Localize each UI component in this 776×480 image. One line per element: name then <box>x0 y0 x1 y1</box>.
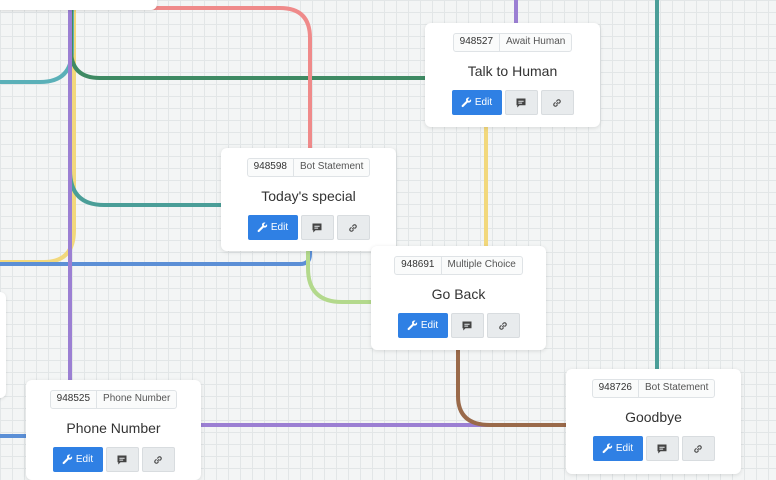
edit-label: Edit <box>270 222 289 233</box>
connector-brown <box>456 348 570 427</box>
edit-label: Edit <box>474 97 493 108</box>
node-go-back[interactable]: 948691 Multiple Choice Go Back Edit <box>371 246 546 350</box>
link-icon <box>349 223 357 232</box>
node-actions: Edit <box>52 447 175 472</box>
node-tags: 948527 Await Human <box>452 33 573 52</box>
node-tags: 948691 Multiple Choice <box>394 256 523 275</box>
link-button[interactable] <box>681 436 715 461</box>
comment-button[interactable] <box>105 447 139 472</box>
link-button[interactable] <box>336 215 370 240</box>
comment-button[interactable] <box>504 90 538 115</box>
link-icon <box>154 455 162 464</box>
node-todays-special[interactable]: 948598 Bot Statement Today's special Edi… <box>221 148 396 251</box>
link-button[interactable] <box>540 90 574 115</box>
node-title: Go Back <box>431 286 486 302</box>
node-id: 948726 <box>593 380 639 397</box>
node-title: Goodbye <box>625 409 682 425</box>
connector-yellow-left <box>0 0 76 264</box>
wrench-icon <box>461 97 472 108</box>
node-actions: Edit <box>247 215 370 240</box>
edit-label: Edit <box>615 443 634 454</box>
wrench-icon <box>407 320 418 331</box>
node-type: Bot Statement <box>300 161 364 172</box>
node-id: 948598 <box>248 159 294 176</box>
edit-button[interactable]: Edit <box>451 90 502 115</box>
link-icon <box>553 98 561 107</box>
wrench-icon <box>62 454 73 465</box>
wrench-icon <box>602 443 613 454</box>
link-button[interactable] <box>486 313 520 338</box>
comment-icon <box>462 321 472 330</box>
node-type: Bot Statement <box>645 382 709 393</box>
link-button[interactable] <box>141 447 175 472</box>
node-title: Phone Number <box>66 420 161 436</box>
comment-icon <box>117 455 127 464</box>
edit-label: Edit <box>75 454 94 465</box>
node-actions: Edit <box>451 90 574 115</box>
node-id: 948525 <box>51 391 98 408</box>
node-type: Multiple Choice <box>447 259 516 270</box>
wrench-icon <box>257 222 268 233</box>
connector-lightgreen <box>306 250 374 304</box>
node-actions: Edit <box>397 313 520 338</box>
node-tags: 948726 Bot Statement <box>591 379 716 398</box>
edit-button[interactable]: Edit <box>397 313 448 338</box>
comment-button[interactable] <box>450 313 484 338</box>
edit-button[interactable]: Edit <box>247 215 298 240</box>
edit-button[interactable]: Edit <box>592 436 643 461</box>
node-type: Await Human <box>506 36 566 47</box>
comment-button[interactable] <box>300 215 334 240</box>
node-title: Today's special <box>261 188 356 204</box>
connector-teal-left <box>0 0 74 84</box>
comment-icon <box>657 444 667 453</box>
node-tags: 948525 Phone Number <box>49 390 178 409</box>
partial-node-left[interactable] <box>0 292 6 398</box>
partial-node-top[interactable] <box>0 0 157 10</box>
comment-icon <box>516 98 526 107</box>
edit-button[interactable]: Edit <box>52 447 103 472</box>
node-goodbye[interactable]: 948726 Bot Statement Goodbye Edit <box>566 369 741 474</box>
node-tags: 948598 Bot Statement <box>246 158 371 177</box>
node-title: Talk to Human <box>467 63 558 79</box>
comment-button[interactable] <box>645 436 679 461</box>
node-actions: Edit <box>592 436 715 461</box>
node-id: 948691 <box>395 257 442 274</box>
edit-label: Edit <box>420 320 439 331</box>
node-type: Phone Number <box>103 393 171 404</box>
node-talk-to-human[interactable]: 948527 Await Human Talk to Human Edit <box>425 23 600 127</box>
node-id: 948527 <box>454 34 501 51</box>
connector-green-talk <box>69 0 428 80</box>
connector-teal-special <box>68 0 224 207</box>
node-phone-number[interactable]: 948525 Phone Number Phone Number Edit <box>26 380 201 480</box>
comment-icon <box>312 223 322 232</box>
link-icon <box>499 321 507 330</box>
connector-red <box>148 6 312 152</box>
link-icon <box>694 444 702 453</box>
